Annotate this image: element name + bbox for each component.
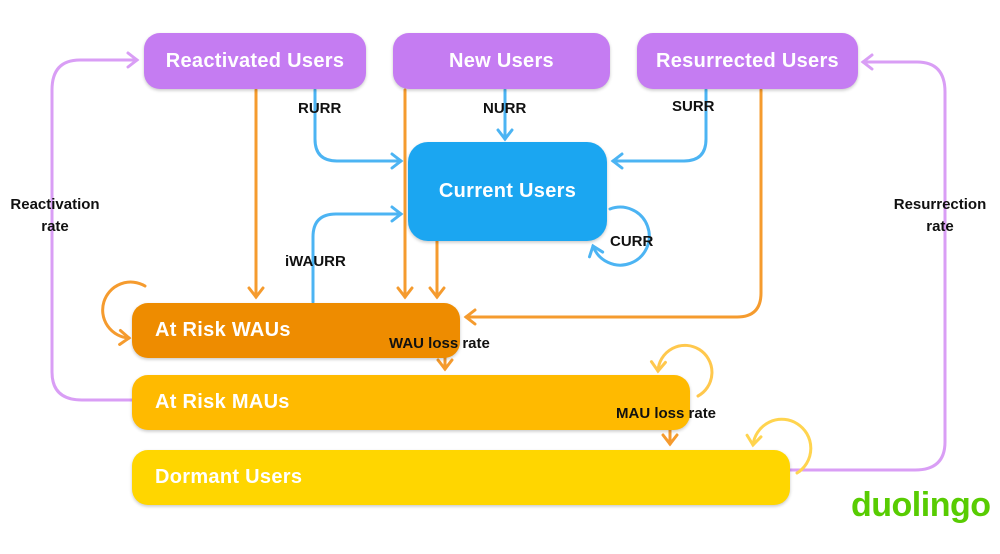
node-current-users-label: Current Users [438,180,577,202]
node-resurrected-users-label: Resurrected Users [656,49,839,72]
edge-surr [610,88,708,170]
label-curr: CURR [610,233,654,250]
label-reactivation-rate: Reactivation rate [10,196,100,235]
edge-reactivation-rate [50,51,140,402]
edge-curr-loop [588,205,651,267]
node-dormant-users-label: Dormant Users [155,466,303,488]
node-at-risk-waus: At Risk WAUs [132,303,460,358]
duolingo-logo: duolingo [851,486,991,524]
label-mau-loss-rate: MAU loss rate [616,405,717,422]
edge-mau-self-loop [649,343,714,398]
node-reactivated-users-label: Reactivated Users [165,49,345,72]
edge-wau-self-loop [101,280,147,346]
edge-iwaurr [311,205,404,304]
edge-resurrected-to-atriskwaus [463,88,763,326]
label-wau-loss-rate: WAU loss rate [389,335,490,352]
node-at-risk-maus-label: At Risk MAUs [155,391,290,413]
label-iwaurr: iWAURR [285,253,346,270]
node-dormant-users: Dormant Users [132,450,790,505]
label-nurr: NURR [483,100,527,117]
label-resurrection-rate: Resurrection rate [893,196,987,235]
node-new-users-label: New Users [449,49,554,72]
edge-resurrection-rate [788,53,947,472]
label-rurr: RURR [298,100,342,117]
node-at-risk-maus: At Risk MAUs [132,375,690,430]
node-reactivated-users: Reactivated Users [144,33,366,89]
label-surr: SURR [672,98,715,115]
edge-rurr [313,88,404,170]
node-new-users: New Users [393,33,610,89]
node-current-users: Current Users [408,142,607,241]
edge-dormant-self-loop [745,417,813,475]
node-at-risk-waus-label: At Risk WAUs [155,319,291,341]
node-resurrected-users: Resurrected Users [637,33,858,89]
